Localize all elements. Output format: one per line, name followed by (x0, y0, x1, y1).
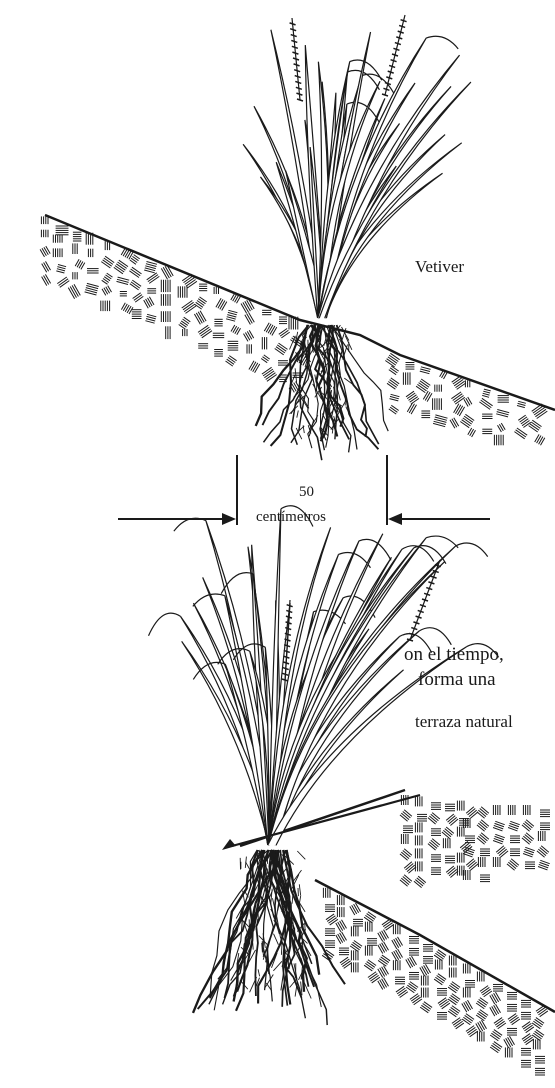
caption-line-3: terraza natural (415, 713, 513, 730)
caption-line-2: forma una (418, 670, 496, 689)
vetiver-label: Vetiver (415, 258, 464, 275)
caption-line-1: on el tiempo, (404, 645, 504, 664)
dimension-left-arrowhead (222, 513, 236, 525)
terrace-arrowhead (222, 839, 236, 850)
bottom-panel-mature-plant (149, 506, 555, 1075)
dimension-right-arrowhead (388, 513, 402, 525)
top-plant-roots (256, 325, 389, 460)
bottom-ground-upper (408, 793, 550, 822)
top-panel-young-plant (40, 15, 555, 460)
distance-value-label: 50 (299, 485, 314, 500)
vetiver-label-leader (345, 268, 405, 300)
distance-unit-label: centímetros (256, 510, 326, 522)
bottom-plant-roots (193, 850, 345, 1025)
